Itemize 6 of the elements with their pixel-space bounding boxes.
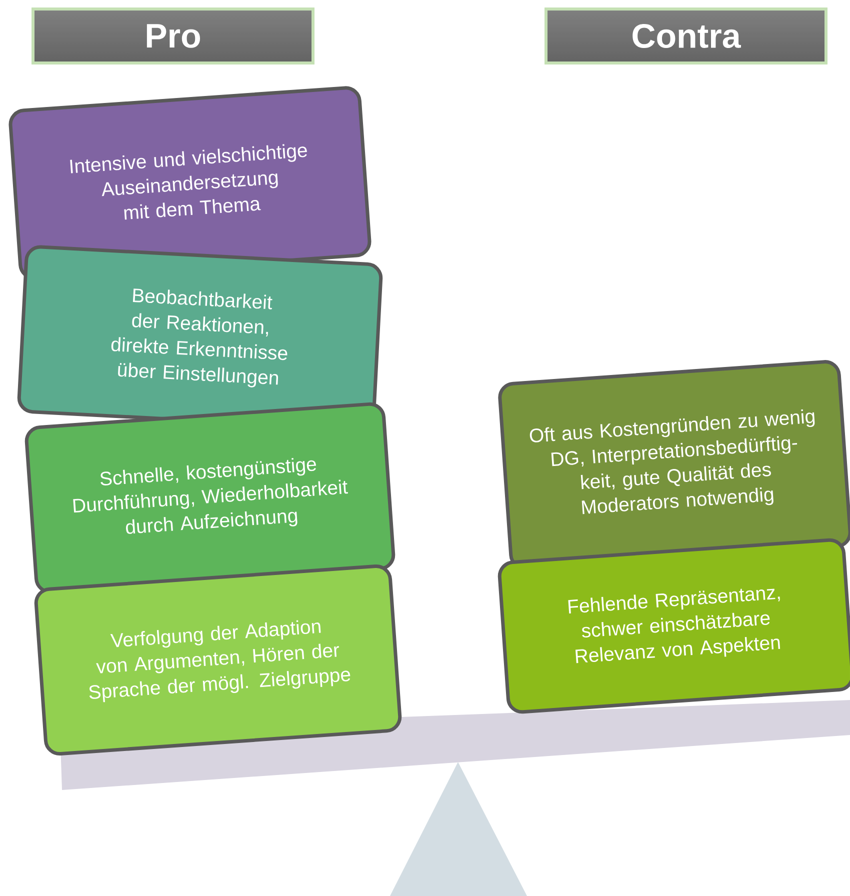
text-card: Oft aus Kostengründen zu wenig DG, Interpretationsbedürftig-keit, gute Qualität des Moderators notwendig (498, 360, 850, 570)
text-card: Fehlende Repräsentanz, schwer einschätzbare Relevanz von Aspekten (498, 538, 850, 714)
heading-box: Contra (544, 8, 828, 64)
text-card: Schnelle, kostengünstige Durchführung, Wiederholbarkeit durch Aufzeichnung (24, 402, 396, 594)
heading-box: Pro (32, 8, 314, 64)
text-card: Verfolgung der Adaption von Argumenten, Hören der Sprache der mögl. Zielgruppe (34, 564, 402, 756)
